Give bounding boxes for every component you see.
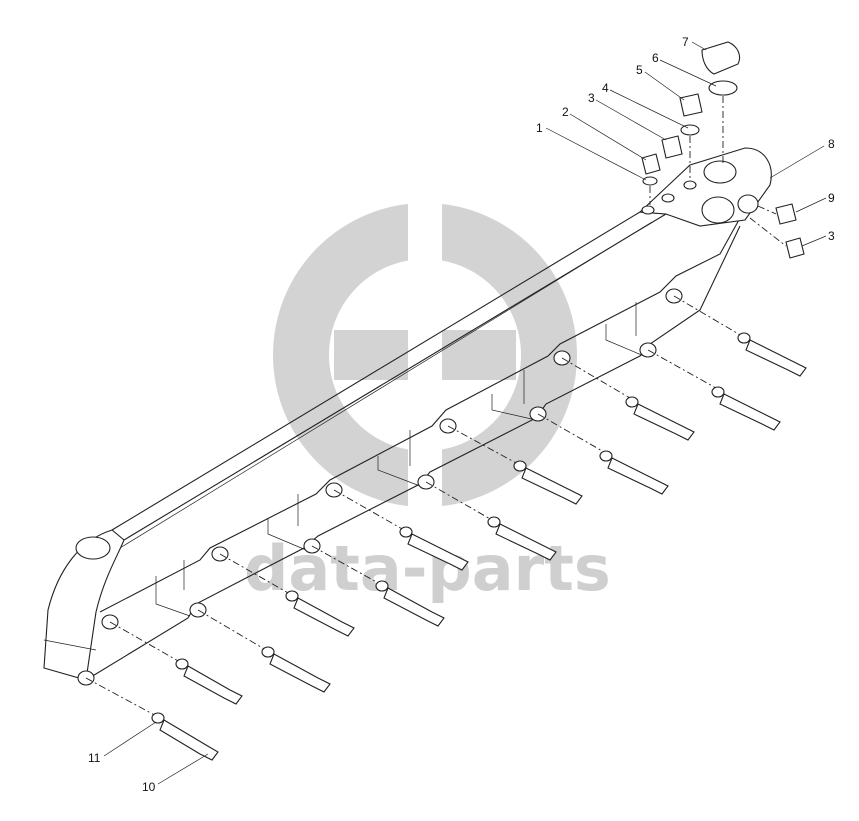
plug-3-side [785,237,805,259]
washer-1 [642,176,658,186]
callout-9: 9 [828,191,835,205]
mounting-holes [77,288,683,686]
callout-1: 1 [536,121,543,135]
watermark-logo [273,203,577,508]
end-plug [75,536,111,560]
bolt-10 [159,719,219,761]
callout-8: 8 [828,137,835,151]
plug-9 [775,203,797,225]
washer-4 [680,124,700,136]
plug-2 [641,153,661,175]
callout-6: 6 [652,51,659,65]
callout-4: 4 [602,81,609,95]
callout-10: 10 [142,780,156,794]
callout-7: 7 [682,35,689,49]
callout-11: 11 [88,751,101,765]
plug-5 [679,93,703,117]
leader-lines [103,41,827,785]
washer-6 [708,80,738,96]
plug-7 [701,41,741,75]
callout-5: 5 [636,63,643,77]
manifold-head [638,147,772,227]
bolts [85,295,807,761]
callout-3-top: 3 [588,91,595,105]
plug-3-top [661,135,683,159]
top-fittings [641,41,805,259]
callout-labels: 1 2 3 4 5 6 7 8 9 3 11 10 [88,35,835,794]
callout-2: 2 [562,105,569,119]
callout-3-side: 3 [828,229,835,243]
